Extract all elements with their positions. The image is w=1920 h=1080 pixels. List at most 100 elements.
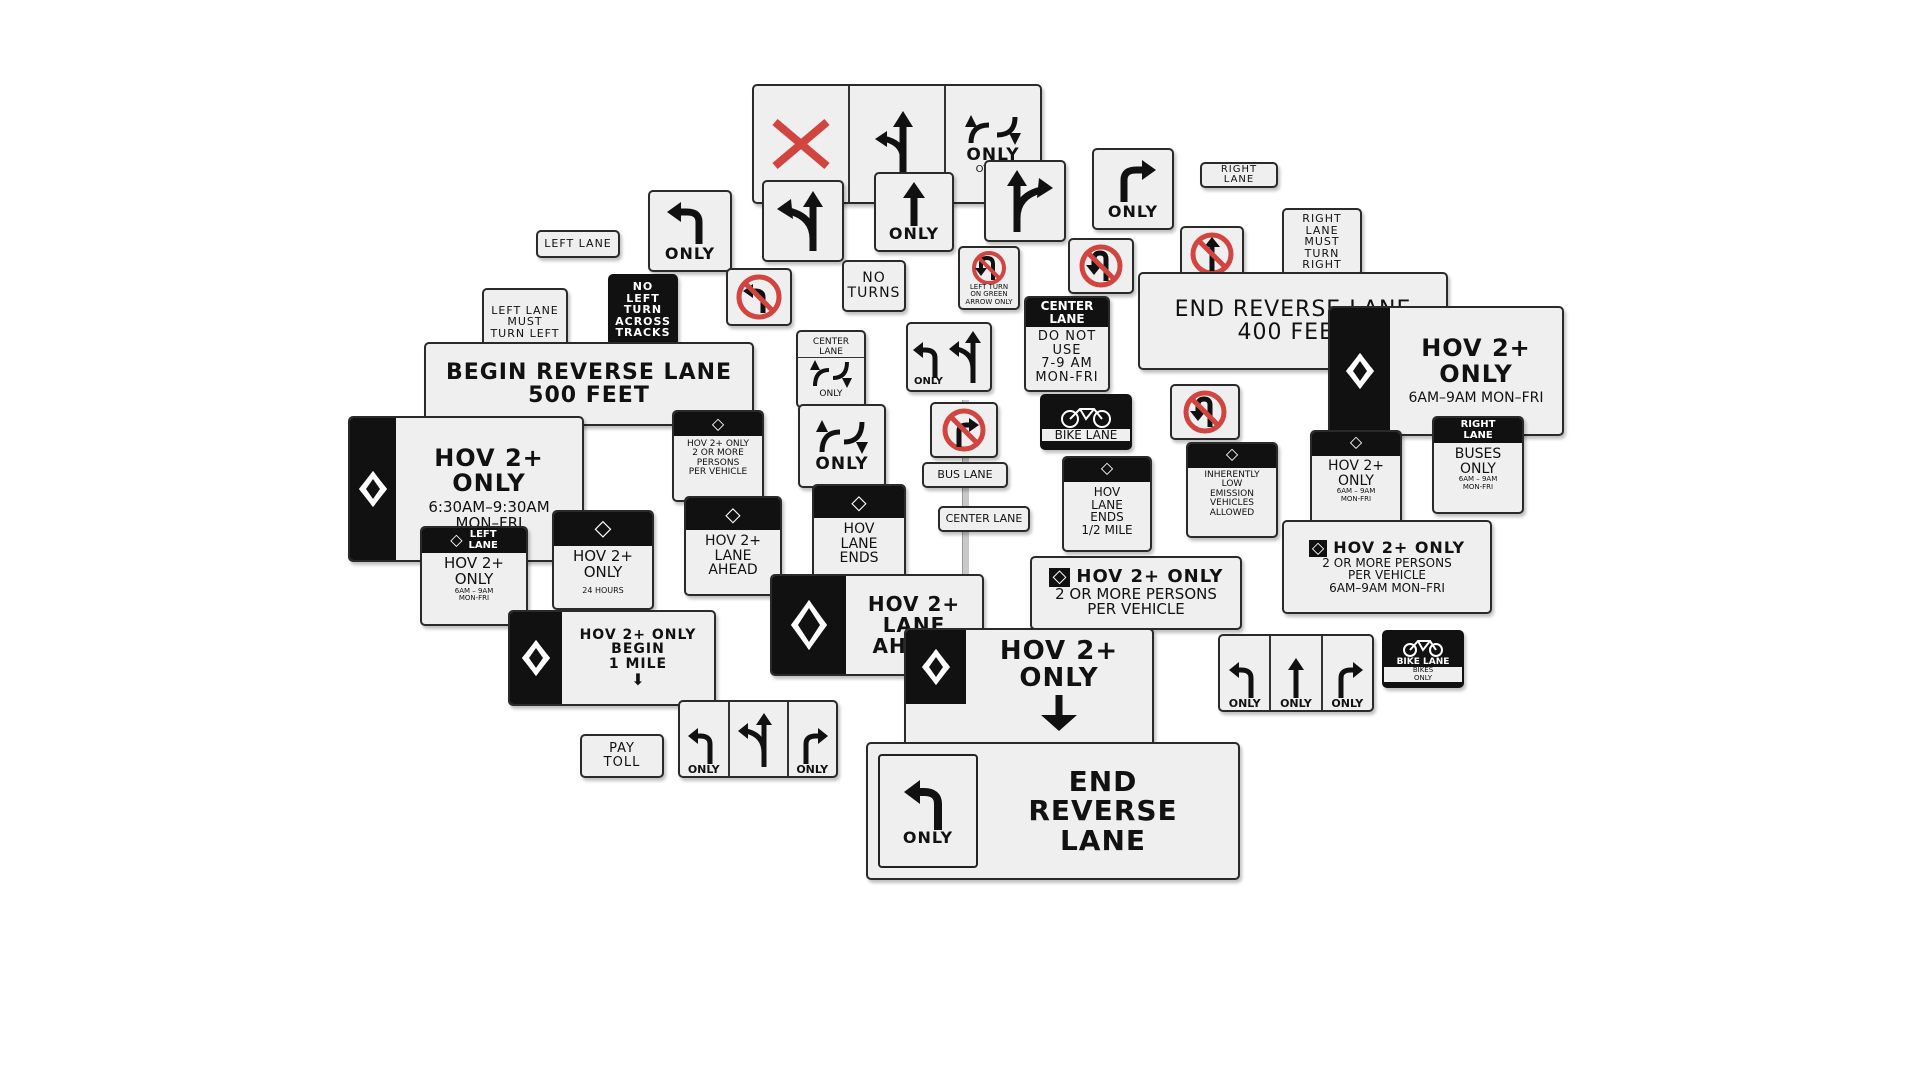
two-way-left-turn-icon (816, 420, 868, 455)
hov-only-text: HOV 2+ ONLY (444, 554, 504, 588)
no-right-turn-sign (930, 402, 998, 458)
left-turn-arrow-icon (904, 779, 942, 830)
no-u-turn-left-sign (1170, 384, 1240, 440)
straight-arrow-icon (903, 181, 925, 226)
left-turn-green-text: LEFT TURN ON GREEN ARROW ONLY (965, 282, 1013, 306)
hov-2-only-630am-big-sign: HOV 2+ ONLY 6:30AM–9:30AM MON–FRI (348, 416, 584, 562)
straight-or-right-sign (984, 160, 1066, 242)
right-lane-must-text: RIGHT LANE MUST TURN RIGHT (1302, 212, 1342, 272)
hov-diamond-panel (1330, 308, 1390, 434)
diamond-icon: ◇ (851, 489, 867, 514)
no-u-turn-sign (1068, 238, 1134, 294)
begin-reverse-500-text: BEGIN REVERSE LANE 500 FEET (445, 359, 733, 408)
hov-lane-ends-text: HOV LANE ENDS (839, 521, 879, 567)
hov-diamond-panel (510, 612, 562, 704)
hov-diamond-panel (350, 418, 396, 560)
diamond-icon: ◇ (711, 413, 725, 433)
left-or-straight-sign (762, 180, 844, 262)
hov-2-only-24-hours-sign: ◇ HOV 2+ ONLY 24 HOURS (552, 510, 654, 610)
left-or-straight-arrow-icon (777, 191, 823, 251)
hov-only-text: HOV 2+ ONLY (434, 444, 544, 498)
left-lane-hov-2-only-sign: ◇LEFT LANE HOV 2+ ONLY 6AM – 9AM MON-FRI (420, 526, 528, 626)
sign-pole (962, 400, 969, 580)
center-lane-two-way-left-turn-sign: CENTER LANE ONLY (796, 330, 866, 408)
only-label: ONLY (1228, 697, 1261, 711)
straight-only-sign: ONLY (874, 172, 954, 252)
left-lane-plaque: LEFT LANE (536, 230, 620, 258)
hov-diamond-header: ◇ (554, 512, 652, 546)
hov-diamond-header: ◇ (814, 486, 904, 518)
center-lane-header: CENTER LANE (1026, 298, 1108, 328)
only-label: ONLY (888, 223, 940, 243)
bicycle-icon (1061, 407, 1111, 428)
left-turn-arrow-icon (667, 201, 703, 244)
left-or-straight-arrow-icon (949, 331, 981, 383)
hov-time-text: 6AM – 9AM MON-FRI (454, 586, 494, 602)
no-u-turn-icon (1183, 390, 1227, 434)
hov-persons-text: 2 OR MORE PERSONS PER VEHICLE (1055, 584, 1217, 619)
hov-2-only-6am-9am-big-sign: HOV 2+ ONLY 6AM–9AM MON–FRI (1328, 306, 1564, 436)
left-lane-header-text: LEFT LANE (468, 529, 498, 551)
diamond-icon: ◇ (594, 516, 612, 542)
hov-2-only-persons-time-wide-sign: ◇ HOV 2+ ONLY 2 OR MORE PERSONS PER VEHI… (1282, 520, 1492, 614)
left-turn-arrow-icon (913, 342, 938, 378)
bike-lane-text: BIKE LANE (1042, 429, 1130, 442)
straight-or-left-arrow-icon (875, 111, 913, 177)
hov-2-or-more-persons-wide-sign: ◇ HOV 2+ ONLY 2 OR MORE PERSONS PER VEHI… (1030, 556, 1242, 630)
hov-lane-ends-half-mile-sign: ◇ HOV LANE ENDS 1/2 MILE (1062, 456, 1152, 552)
red-x-icon (772, 118, 830, 170)
two-way-left-turn-icon (810, 360, 852, 389)
no-left-turn-sign (726, 268, 792, 326)
diamond-icon: ◇ (1349, 432, 1363, 451)
only-label: ONLY (1107, 201, 1159, 221)
lane-use-triple-left-sign: ONLY ONLY (678, 700, 838, 778)
hov-diamond-header: ◇ (1064, 458, 1150, 482)
do-not-use-text: DO NOT USE 7-9 AM MON-FRI (1035, 329, 1099, 386)
left-turn-arrow-icon (687, 728, 713, 765)
hov-2-more-text: HOV 2+ ONLY 2 OR MORE PERSONS PER VEHICL… (687, 439, 749, 478)
hov-only-text: HOV 2+ ONLY (1328, 458, 1384, 489)
only-label: ONLY (902, 827, 954, 847)
hov-diamond-header: ◇ (674, 412, 762, 436)
diamond-icon (359, 471, 387, 507)
lane-use-arrows-sign: ONLY (906, 322, 992, 392)
lane-panel-center (730, 702, 789, 776)
hov-lane-ahead-small-sign: ◇ HOV 2+ LANE AHEAD (684, 496, 782, 596)
down-arrow-icon: ⬇ (631, 669, 645, 689)
hov-lane-ends-half-text: HOV LANE ENDS 1/2 MILE (1081, 485, 1133, 537)
lane-panel-right: ONLY (789, 702, 837, 776)
right-turn-arrow-icon (1120, 159, 1156, 202)
hov-time-text: 6AM–9AM MON–FRI (1408, 389, 1544, 406)
no-turns-sign: NO TURNS (842, 260, 906, 312)
lane-closed-x-panel (754, 86, 850, 202)
hov-diamond-header: ◇ (686, 498, 780, 530)
hov-2-only-6am-small-sign: ◇ HOV 2+ ONLY 6AM – 9AM MON-FRI (1310, 430, 1402, 526)
center-lane-plaque: CENTER LANE (938, 506, 1030, 532)
bike-lane-sign: BIKE LANE (1040, 394, 1132, 450)
only-label: ONLY (1280, 697, 1312, 711)
lane-panel-center: ONLY (1271, 636, 1323, 711)
end-reverse-lane-sign: ONLY END REVERSE LANE (866, 742, 1240, 880)
diamond-icon (922, 649, 950, 685)
bikes-only-text: BIKES ONLY (1384, 667, 1462, 683)
no-straight-icon (1190, 232, 1234, 276)
two-way-left-turn-icon (965, 114, 1021, 145)
hov-time-text: 6AM – 9AM MON-FRI (1336, 487, 1376, 503)
hov-only-text: HOV 2+ ONLY (1076, 565, 1224, 587)
hov-only-text: HOV 2+ ONLY (1333, 537, 1466, 557)
hov-diamond-panel (906, 630, 966, 704)
hov-diamond-panel (772, 576, 846, 674)
no-u-turn-icon (1079, 244, 1123, 288)
hov-24-text: 24 HOURS (582, 585, 624, 595)
buses-only-text: BUSES ONLY (1454, 446, 1502, 477)
overhead-only-label: ONLY (966, 144, 1020, 165)
inherently-low-text: INHERENTLY LOW EMISSION VEHICLES ALLOWED (1204, 470, 1260, 518)
right-lane-must-turn-right-sign: RIGHT LANE MUST TURN RIGHT (1282, 208, 1362, 276)
right-lane-label: RIGHT LANE (1220, 163, 1258, 185)
right-turn-only-sign: ONLY (1092, 148, 1174, 230)
only-label: ONLY (914, 375, 943, 387)
left-turn-only-panel: ONLY (878, 754, 978, 868)
hov-only-text: HOV 2+ ONLY (1421, 334, 1531, 388)
diamond-icon (1346, 353, 1374, 389)
